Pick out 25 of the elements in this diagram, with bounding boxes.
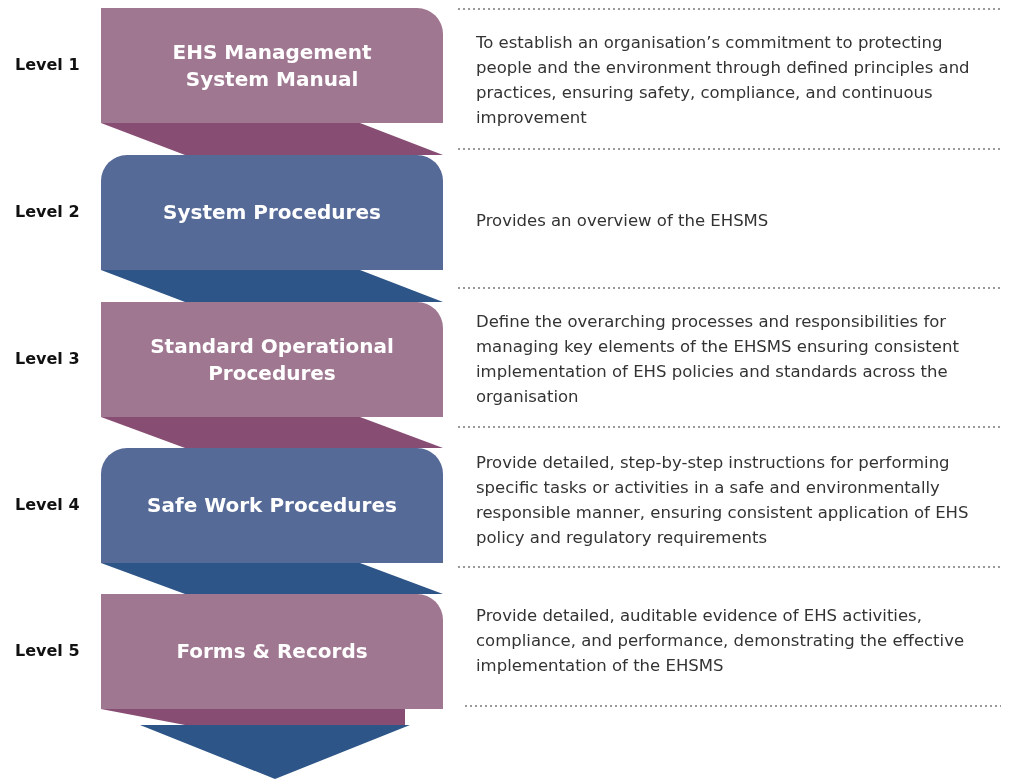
ribbon-fold — [101, 270, 443, 302]
level-description: Provides an overview of the EHSMS — [476, 210, 770, 232]
level-box — [101, 448, 443, 563]
level-label: Level 5 — [15, 640, 80, 660]
level-box — [101, 8, 443, 123]
ribbon-fold — [101, 123, 443, 155]
level-box — [101, 594, 443, 709]
level-label: Level 2 — [15, 201, 80, 221]
level-box — [101, 302, 443, 417]
level-label: Level 1 — [15, 54, 80, 74]
level-label: Level 3 — [15, 348, 80, 368]
down-chevron — [101, 709, 410, 779]
level-description: Provide detailed, auditable evidence of EHS activities, compliance, and performance, demonstrating the effective implementation of the EHSMS — [476, 605, 966, 677]
ribbon-fold — [101, 563, 443, 594]
box-title: Standard Operational Procedures — [149, 332, 395, 387]
box-title: Safe Work Procedures — [147, 492, 397, 519]
box-title: Forms & Records — [176, 638, 368, 665]
level-description: Define the overarching processes and responsibilities for managing key elements of the EHSMS ensuring consistent implementation of EHS policies and standards across the organisation — [476, 311, 960, 408]
level-description: To establish an organisation’s commitment to protecting people and the environment through defined principles and practices, ensuring safety, compliance, and continuous improvement — [476, 32, 971, 129]
level-box — [101, 155, 443, 270]
box-title: EHS Management System Manual — [171, 38, 373, 93]
level-label: Level 4 — [15, 494, 80, 514]
level-description: Provide detailed, step-by-step instructions for performing specific tasks or activities in a safe and environmentally responsible manner, ensuring consistent application of EHS policy and regulatory requirements — [476, 452, 970, 549]
ribbon-fold — [101, 417, 443, 448]
box-title: System Procedures — [163, 199, 381, 226]
